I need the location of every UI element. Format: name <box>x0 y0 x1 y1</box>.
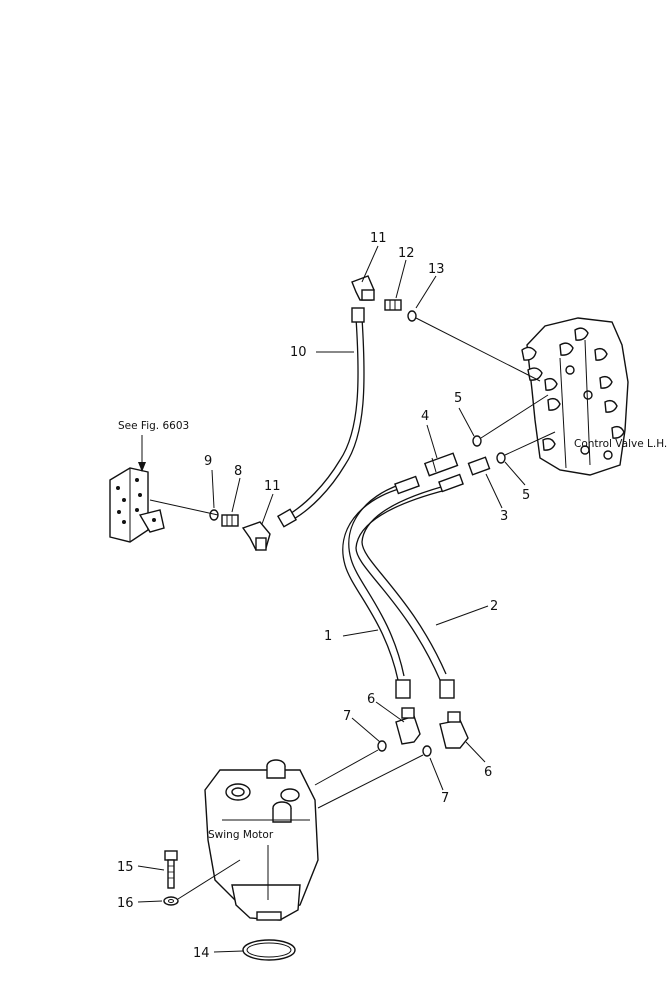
callout-8: 8 <box>234 464 242 479</box>
callout-11-top: 11 <box>370 231 387 246</box>
o-ring-13 <box>407 310 417 322</box>
callout-10: 10 <box>290 345 307 360</box>
connector-8 <box>221 514 239 527</box>
connector-12 <box>384 299 402 311</box>
control-valve <box>521 317 629 476</box>
elbow-6-left <box>395 707 421 745</box>
leader-lines <box>137 245 526 953</box>
elbow-6-right <box>439 711 469 749</box>
hose-10 <box>276 307 365 528</box>
connector-3 <box>467 456 491 476</box>
o-ring-7a <box>377 740 387 752</box>
bolt-15 <box>164 850 178 889</box>
check-valve-4 <box>423 452 459 477</box>
callout-6-right: 6 <box>484 765 492 780</box>
o-ring-14 <box>242 939 296 961</box>
callout-15: 15 <box>117 860 134 875</box>
washer-16 <box>163 896 179 906</box>
callout-11-mid: 11 <box>264 479 281 494</box>
connection-lines <box>149 317 556 900</box>
callout-9: 9 <box>204 454 212 469</box>
callout-16: 16 <box>117 896 134 911</box>
callout-1: 1 <box>324 629 332 644</box>
swing-motor <box>204 759 319 921</box>
callout-6-left: 6 <box>367 692 375 707</box>
callout-4: 4 <box>421 409 429 424</box>
control-valve-label: Control Valve L.H. <box>574 438 667 450</box>
hose-1 <box>342 475 420 699</box>
callout-14: 14 <box>193 946 210 961</box>
callout-7-right: 7 <box>441 791 449 806</box>
bracket-block <box>109 467 165 543</box>
o-ring-5a <box>472 435 482 447</box>
o-ring-7b <box>422 745 432 757</box>
o-ring-5b <box>496 452 506 464</box>
elbow-11-top <box>351 275 375 301</box>
swing-motor-label: Swing Motor <box>208 829 274 841</box>
elbow-11-mid <box>241 521 271 551</box>
see-fig-label: See Fig. 6603 <box>118 420 189 432</box>
callout-3: 3 <box>500 509 508 524</box>
hose-2 <box>355 473 464 699</box>
callout-7-left: 7 <box>343 709 351 724</box>
callout-12: 12 <box>398 246 415 261</box>
callout-5-upper: 5 <box>454 391 462 406</box>
callout-5-lower: 5 <box>522 488 530 503</box>
callout-2: 2 <box>490 599 498 614</box>
callout-13: 13 <box>428 262 445 277</box>
